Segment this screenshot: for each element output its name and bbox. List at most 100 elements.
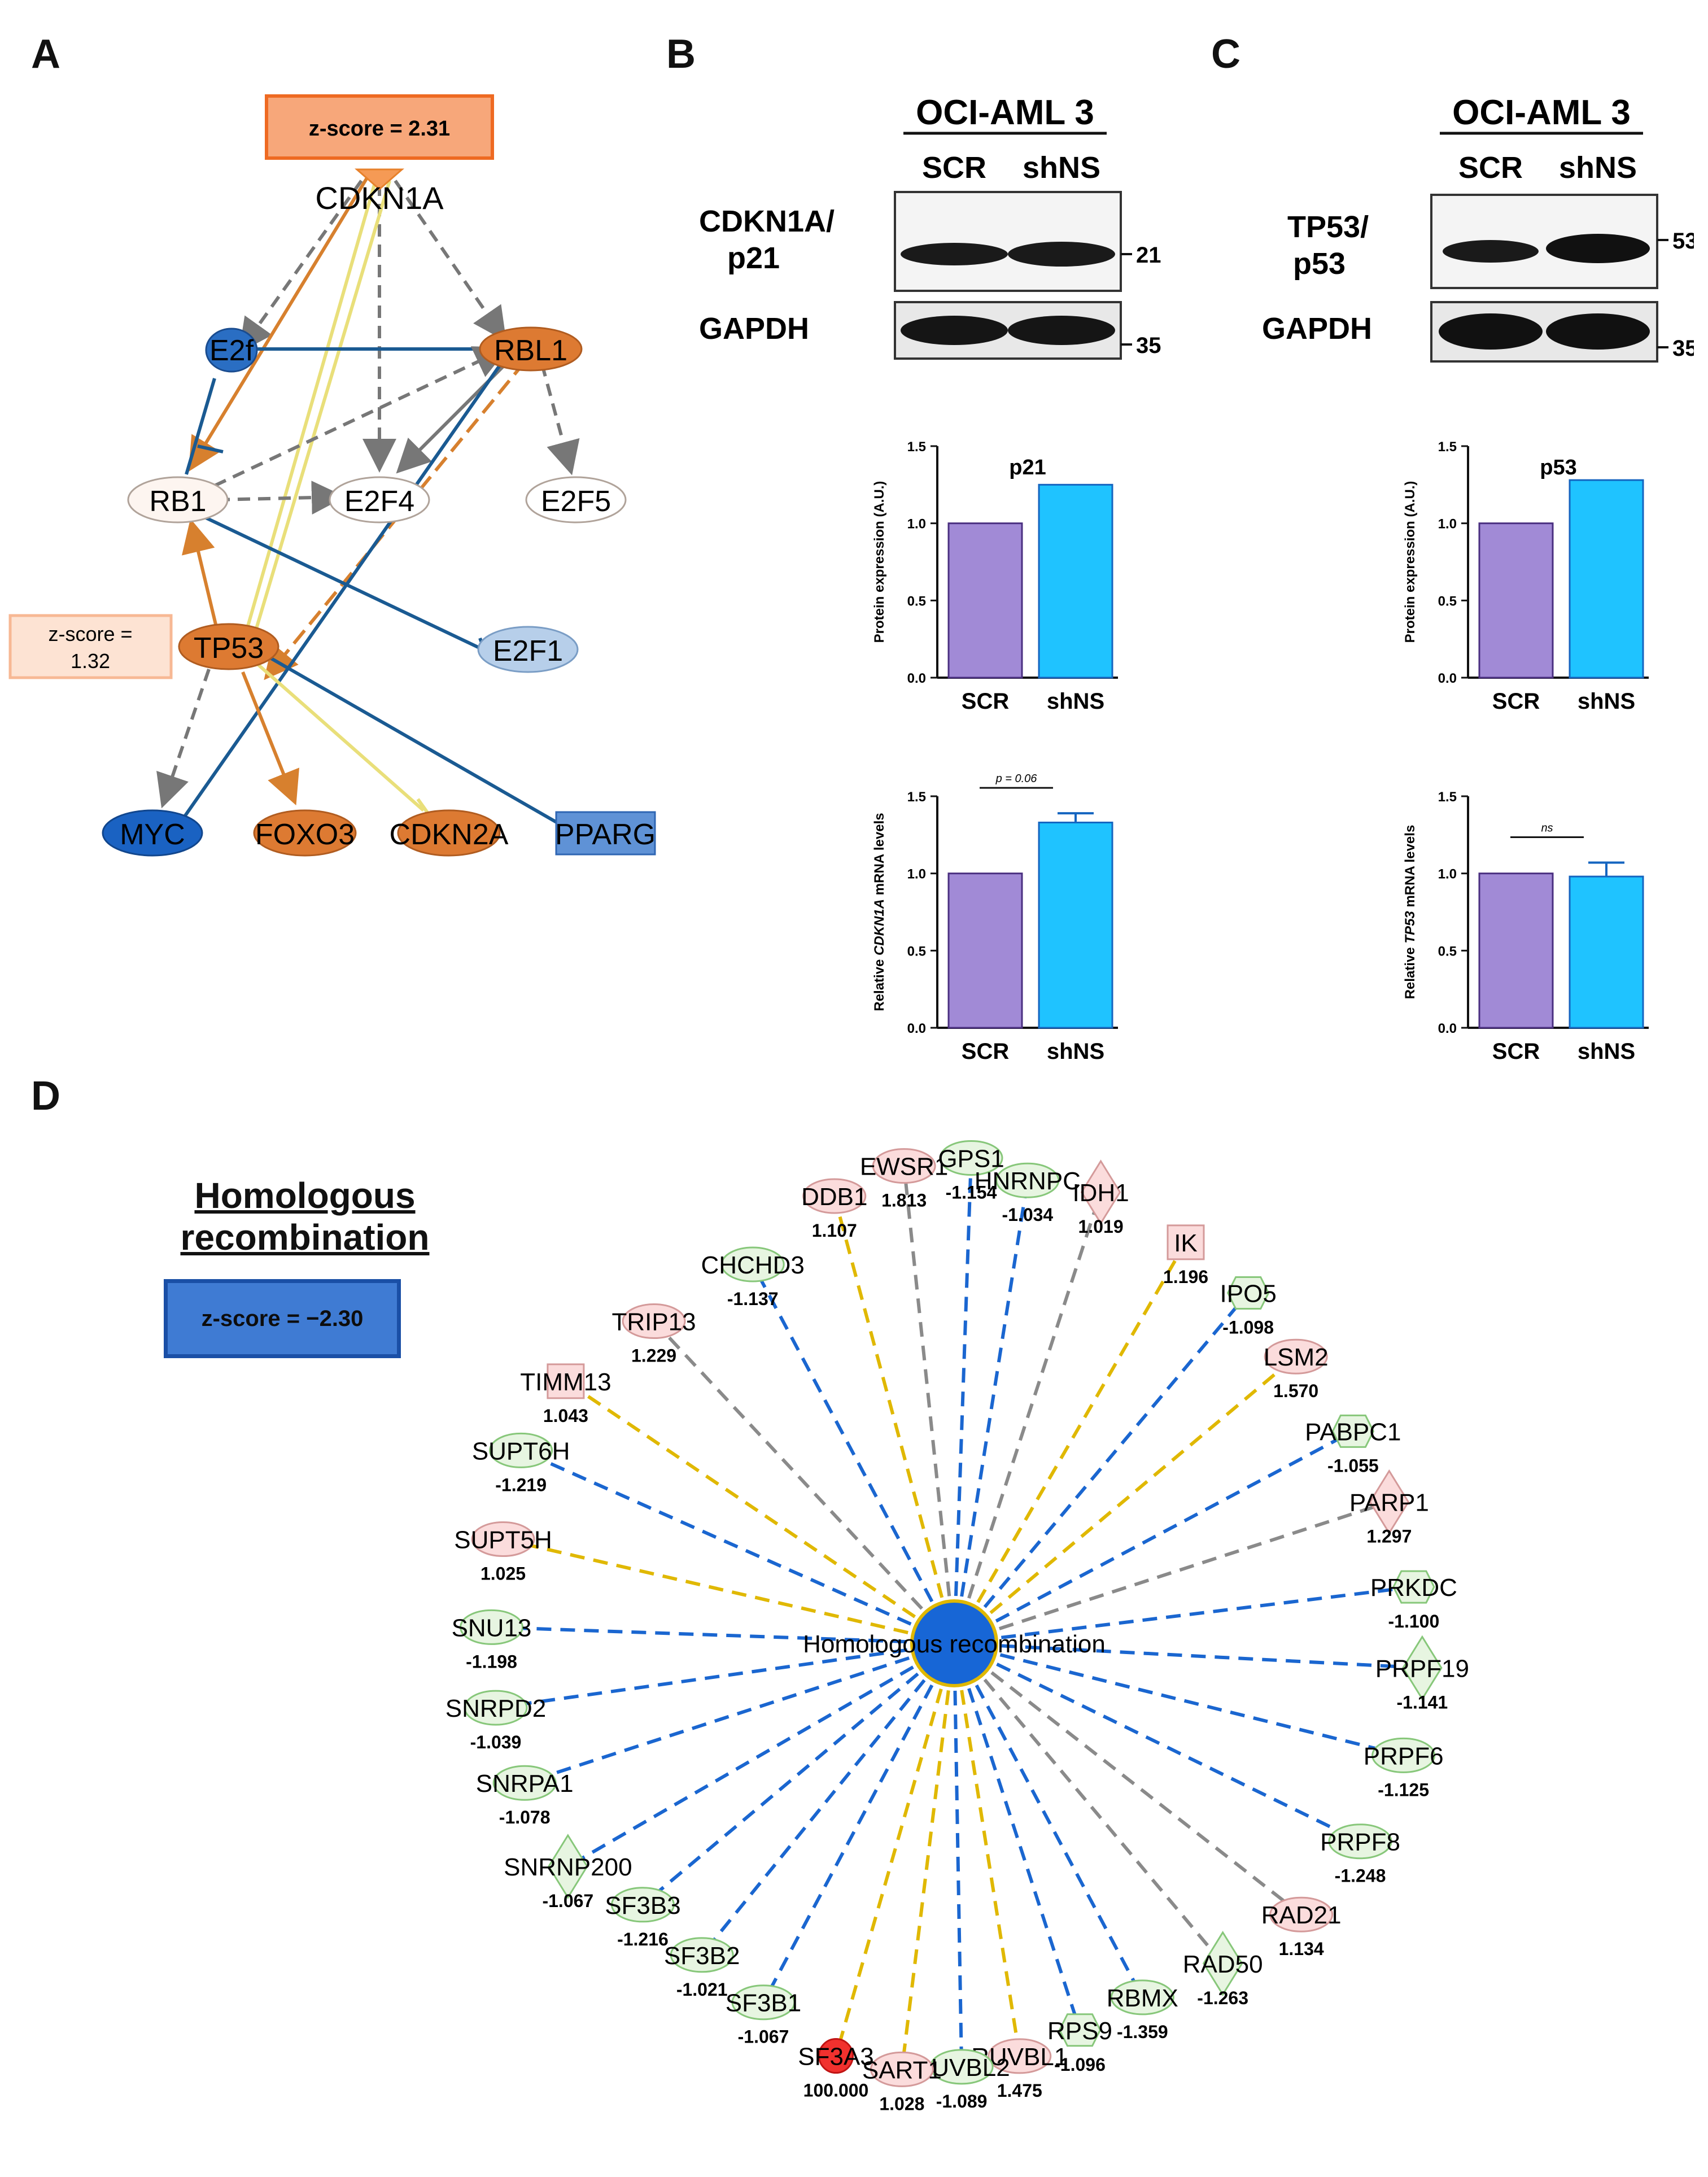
hr-gene-label: SF3B2: [664, 1942, 740, 1970]
hr-gene-label: SUPT5H: [454, 1526, 552, 1554]
hr-gene-value: -1.100: [1388, 1611, 1440, 1631]
hr-node-ipo5: [1226, 1276, 1270, 1310]
panel-label-c: C: [1211, 32, 1240, 77]
d-zscore-text: z-score = −2.30: [201, 1306, 364, 1331]
b-mw-top: 21: [1136, 243, 1161, 268]
c-cell-line: OCI-AML 3: [1452, 93, 1631, 132]
hr-edge-sf3b1: [762, 1642, 956, 2004]
hr-gene-label: TRIP13: [611, 1308, 696, 1336]
chart-title: p53: [1540, 456, 1576, 479]
chart-bar-shns: [1038, 483, 1113, 679]
hr-node-supt5h: [471, 1521, 535, 1558]
hr-gene-label: PRPF6: [1364, 1742, 1444, 1770]
hr-node-snrpd2: [464, 1690, 528, 1726]
hr-edge-lsm2: [953, 1355, 1298, 1645]
chart-y-tick-label: 1.0: [1438, 517, 1457, 532]
panel-c-blot: OCI-AML 3 SCR shNS TP53/ p53 53 GAPDH 35: [1262, 93, 1694, 363]
hr-edge-ipo5: [953, 1292, 1250, 1644]
hr-gene-label: RBMX: [1107, 1984, 1178, 2012]
hr-gene-label: SF3B1: [726, 1990, 802, 2017]
hr-gene-value: -1.098: [1222, 1317, 1274, 1338]
panel-label-d: D: [31, 1074, 60, 1119]
a-node-myc: MYC: [120, 818, 185, 851]
panel-label-a: A: [31, 32, 60, 77]
hr-gene-label: SF3A3: [798, 2043, 874, 2071]
hr-gene-value: -1.055: [1327, 1455, 1379, 1476]
hr-edge-prpf8: [953, 1642, 1361, 1843]
chart-y-tick-label: 0.0: [907, 1021, 926, 1036]
hr-node-chchd3: [720, 1246, 785, 1282]
hr-node-sart1: [870, 2051, 934, 2087]
hr-edge-prkdc: [954, 1585, 1414, 1645]
hr-node-sf3b1: [731, 1984, 796, 2021]
panel-a-network: z-score = 2.31 z-score = 1.32 CDKN1A E2: [8, 94, 656, 857]
b-mw-bottom: 35: [1136, 333, 1161, 358]
chart-y-tick-label: 0.5: [1438, 944, 1457, 959]
c-mw-bottom: 35: [1672, 336, 1694, 361]
hr-gene-label: EWSR1: [860, 1153, 948, 1181]
hr-edge-parp1: [954, 1500, 1390, 1645]
c-lane-shns: shNS: [1559, 151, 1637, 185]
chart-bar-shns: [1569, 875, 1644, 1029]
hr-gene-label: GPS1: [938, 1145, 1004, 1173]
hr-node-ewsr1: [872, 1148, 936, 1184]
hr-node-ruvbl1: [988, 2038, 1052, 2074]
hr-gene-label: SF3B3: [605, 1892, 681, 1919]
chart-category-label: SCR: [1492, 1039, 1540, 1064]
hr-gene-value: -1.078: [499, 1807, 551, 1827]
hr-node-sf3a3: [818, 2038, 854, 2074]
a-node-pparg: PPARG: [555, 818, 656, 851]
hr-gene-value: -1.154: [946, 1183, 997, 1203]
c-loading-label: GAPDH: [1262, 312, 1372, 346]
hr-edge-rad21: [953, 1642, 1303, 1916]
hr-node-sf3b2: [670, 1937, 734, 1973]
hr-node-rps9: [1058, 2013, 1102, 2047]
chart-y-tick-label: 0.5: [907, 594, 926, 609]
hr-gene-label: SNRNP200: [504, 1853, 632, 1881]
chart-category-label: SCR: [1492, 689, 1540, 714]
hr-edge-ddb1: [832, 1196, 956, 1644]
hr-gene-value: -1.198: [466, 1651, 517, 1672]
hr-gene-value: 1.025: [480, 1564, 526, 1584]
hr-gene-label: RAD50: [1183, 1951, 1263, 1978]
chart-y-label-part: Relative: [872, 956, 887, 1011]
b-protein-label-2: p21: [727, 241, 780, 275]
chart-category-label: shNS: [1047, 1039, 1104, 1064]
hr-node-hnrnpc: [995, 1162, 1060, 1198]
hr-node-ik: [1167, 1224, 1205, 1260]
hr-edge-rbmx: [953, 1642, 1144, 1999]
a-node-e2f1: E2F1: [493, 635, 563, 668]
hr-nodes: DDB11.107EWSR11.813GPS1-1.154HNRNPC-1.03…: [445, 1140, 1469, 2114]
chart-y-label-gene: TP53: [1403, 911, 1418, 944]
a-node-tp53: TP53: [194, 632, 264, 665]
hr-gene-value: -1.067: [542, 1891, 593, 1911]
c-mw-top: 53: [1672, 229, 1694, 254]
chart-bar-scr: [1478, 522, 1554, 679]
hr-edge-sf3a3: [834, 1643, 956, 2057]
chart-bar-scr: [947, 872, 1023, 1029]
a-zscore-side-line1: z-score =: [48, 622, 132, 645]
hr-gene-label: LSM2: [1264, 1343, 1329, 1371]
hr-edge-timm13: [565, 1380, 955, 1645]
hr-node-snrpa1: [492, 1765, 557, 1801]
hr-edge-snrpa1: [524, 1642, 955, 1785]
chart-y-tick-label: 0.5: [1438, 594, 1457, 609]
hr-gene-value: -1.034: [1002, 1205, 1053, 1225]
hr-gene-value: 100.000: [803, 2080, 869, 2101]
hr-gene-value: -1.125: [1378, 1779, 1429, 1800]
hr-gene-label: PRKDC: [1370, 1574, 1457, 1602]
chart-y-label: Relative CDKN1A mRNA levels: [872, 813, 887, 1011]
hr-gene-label: IK: [1174, 1229, 1198, 1257]
d-title-line1: Homologous: [194, 1175, 416, 1216]
hr-gene-value: -1.096: [1054, 2054, 1106, 2075]
b-lane-scr: SCR: [922, 151, 986, 185]
panel-b-blot: OCI-AML 3 SCR shNS CDKN1A/ p21 21 GAPDH …: [699, 93, 1161, 360]
b-cell-line: OCI-AML 3: [916, 93, 1094, 132]
hr-gene-value: 1.134: [1279, 1939, 1324, 1959]
hr-gene-label: PRPF8: [1320, 1829, 1400, 1856]
hr-node-prpf8: [1328, 1823, 1392, 1860]
chart-category-label: SCR: [962, 689, 1010, 714]
chart-y-label-gene: CDKN1A: [872, 899, 887, 956]
hr-gene-value: -1.089: [936, 2091, 988, 2111]
